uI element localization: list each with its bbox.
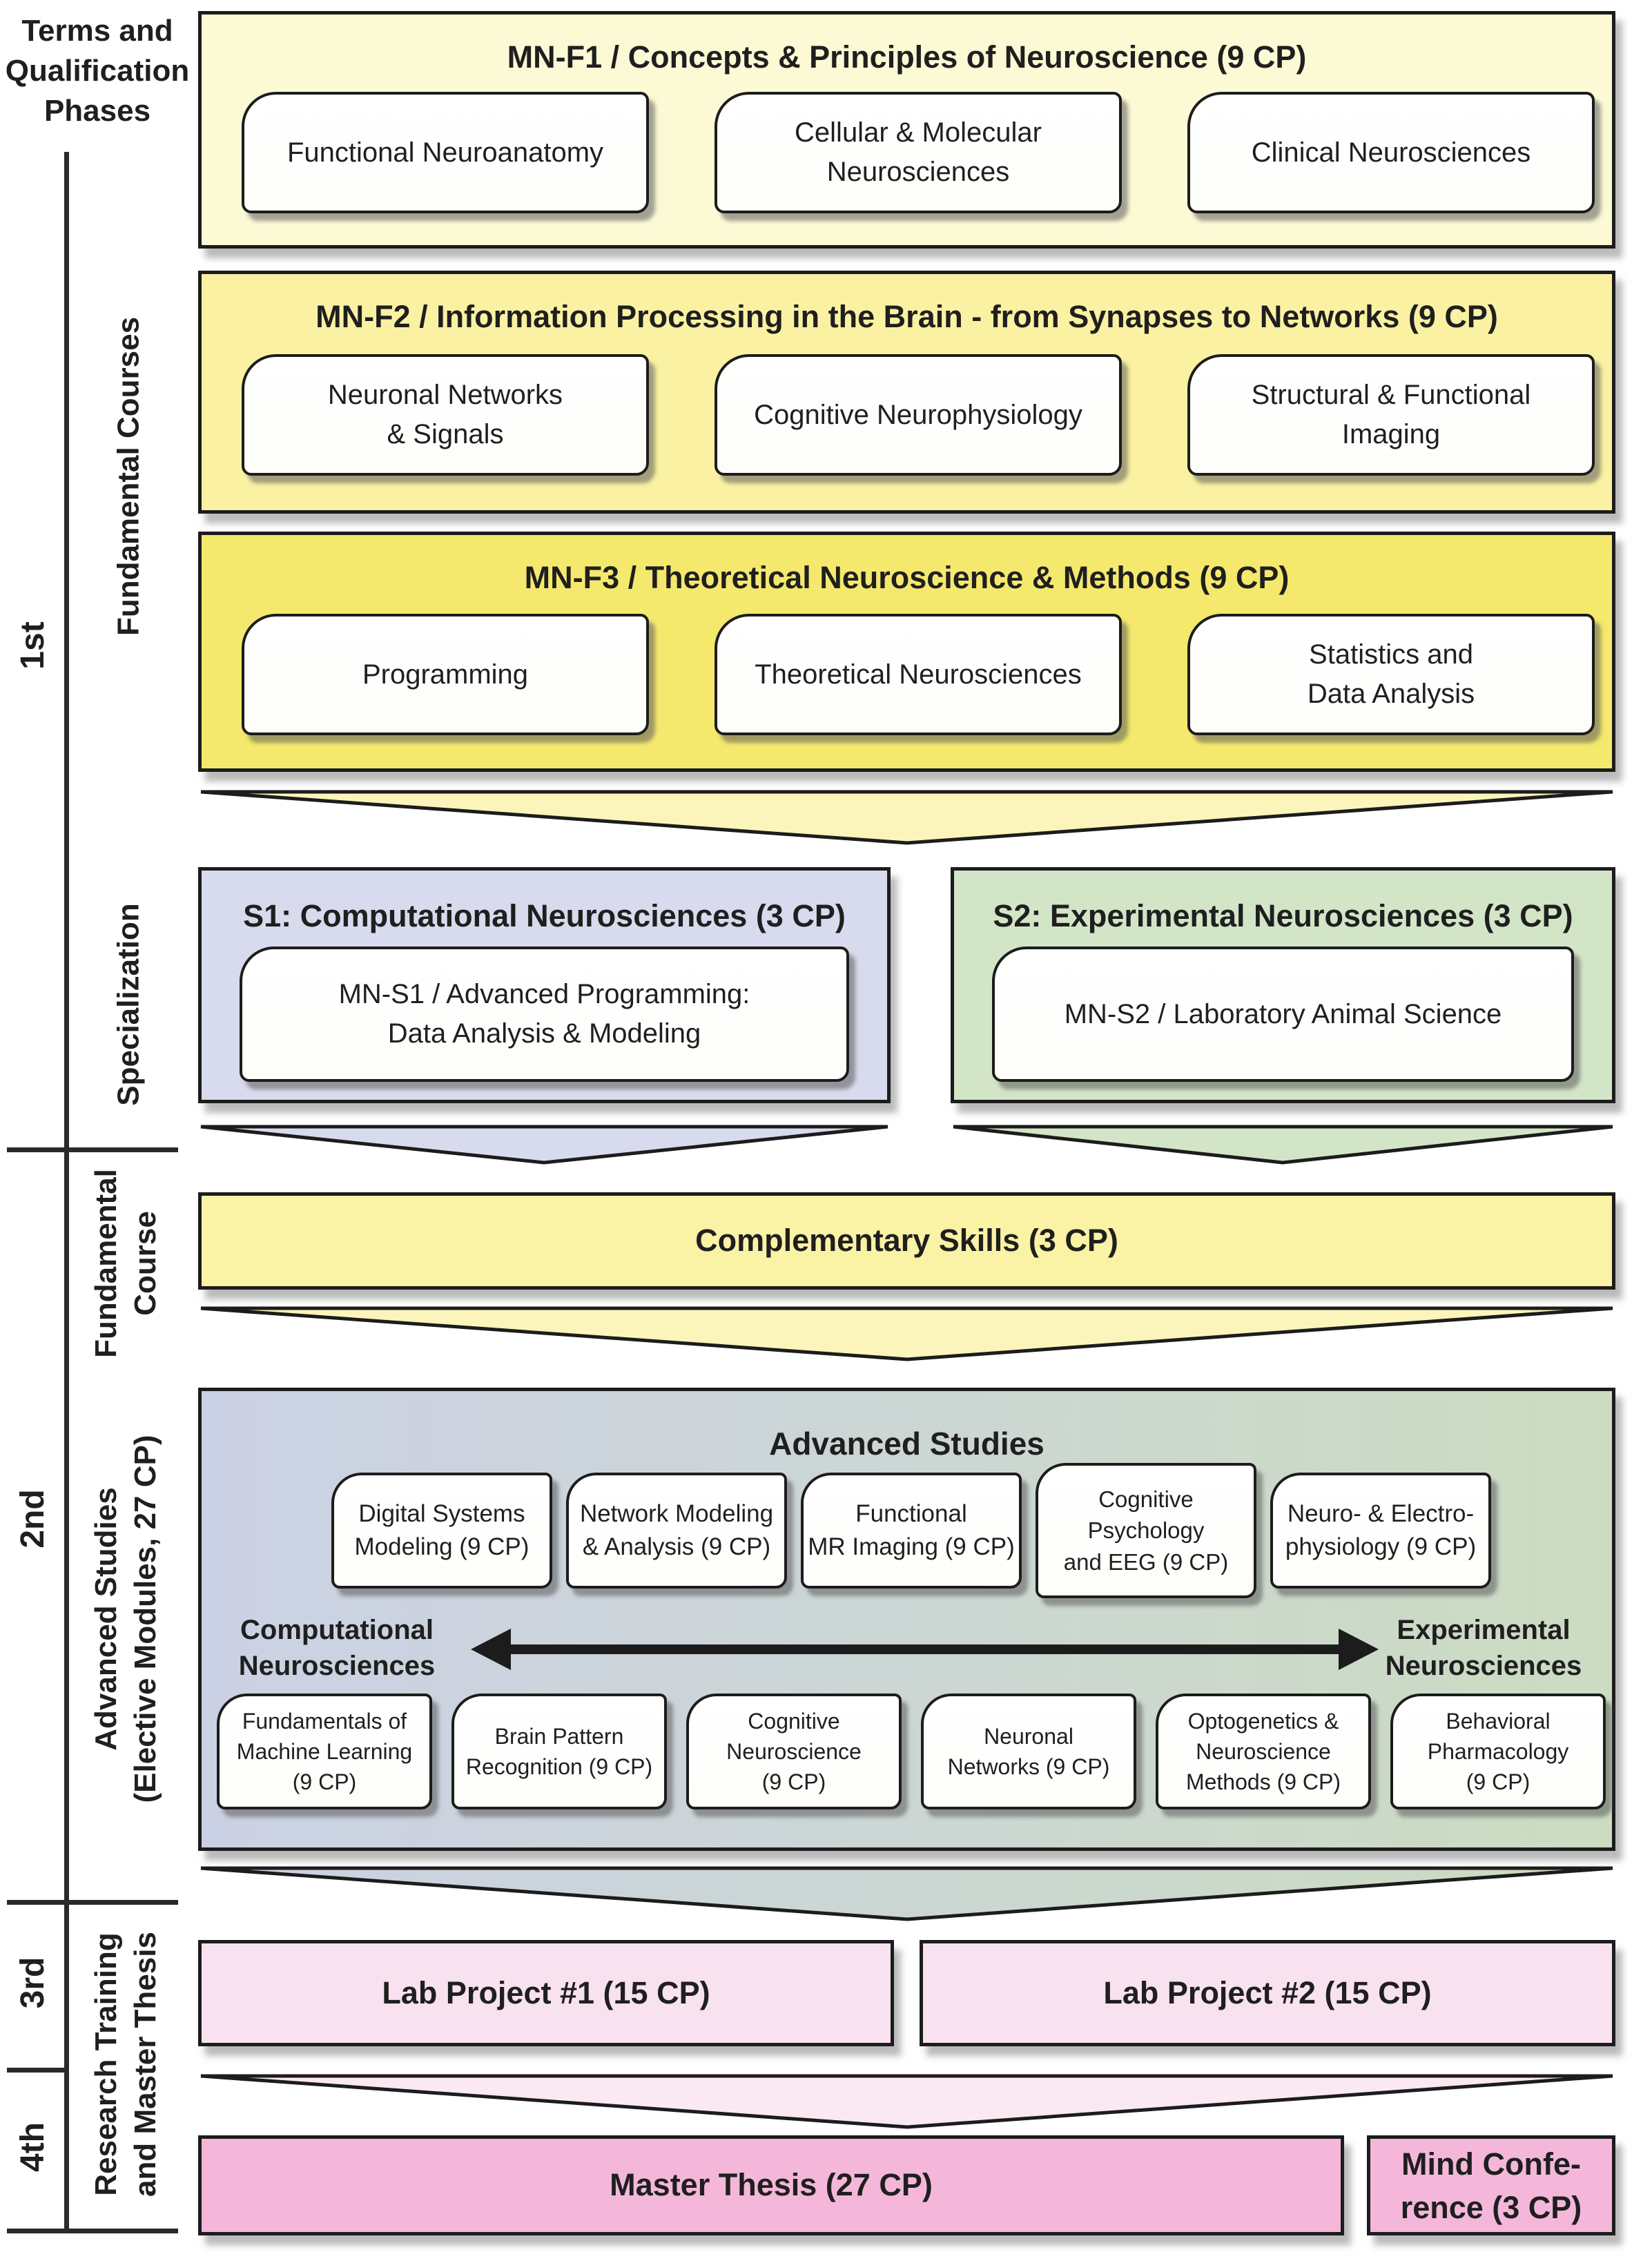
specialization-panel-s2: S2: Experimental Neurosciences (3 CP) MN… <box>951 867 1615 1103</box>
module-title-mn-f2: MN-F2 / Information Processing in the Br… <box>315 299 1498 334</box>
specialization-title-s2: S2: Experimental Neurosciences (3 CP) <box>993 898 1573 933</box>
module-box-functional-mr-imaging: Functional MR Imaging (9 CP) <box>801 1473 1022 1589</box>
sidebar-heading-line: Qualification <box>5 54 190 88</box>
sidebar-heading-line: Terms and <box>21 14 173 48</box>
phase-label-advanced-studies: Advanced Studies (Elective Modules, 27 C… <box>88 1435 162 1803</box>
module-panel-mn-f1: MN-F1 / Concepts & Principles of Neurosc… <box>198 11 1615 249</box>
advanced-studies-title: Advanced Studies <box>769 1426 1044 1462</box>
funnel-advanced-to-research <box>200 1866 1613 1921</box>
course-box-functional-neuroanatomy: Functional Neuroanatomy <box>242 92 649 213</box>
module-box-cognitive-neuroscience: Cognitive Neuroscience (9 CP) <box>686 1694 902 1809</box>
module-box-digital-systems-modeling: Digital Systems Modeling (9 CP) <box>331 1473 552 1589</box>
course-box-statistics-data-analysis: Statistics and Data Analysis <box>1187 614 1595 735</box>
lab-project-2-title: Lab Project #2 (15 CP) <box>1103 1974 1432 2010</box>
phase-label-specialization: Specialization <box>111 903 146 1106</box>
term-label-2nd: 2nd <box>14 1489 51 1549</box>
funnel-s1-to-fundamental-course <box>200 1125 888 1165</box>
bidirectional-arrow-icon <box>471 1629 1379 1670</box>
complementary-skills-bar: Complementary Skills (3 CP) <box>198 1192 1615 1290</box>
specialization-panel-s1: S1: Computational Neurosciences (3 CP) M… <box>198 867 891 1103</box>
sidebar-heading-line: Phases <box>43 94 151 128</box>
axis-label-experimental-neurosciences: Experimental Neurosciences <box>1385 1615 1582 1681</box>
module-box-neuro-electrophysiology: Neuro- & Electro- physiology (9 CP) <box>1270 1473 1491 1589</box>
master-thesis-bar: Master Thesis (27 CP) <box>198 2135 1344 2235</box>
funnel-lab-to-thesis <box>200 2074 1613 2129</box>
timeline-tick-3rd-4th <box>7 2068 69 2073</box>
module-box-neuronal-networks: Neuronal Networks (9 CP) <box>921 1694 1136 1809</box>
funnel-fundamental-to-specialization <box>200 790 1613 845</box>
funnel-complementary-to-advanced <box>200 1306 1613 1361</box>
course-box-cellular-molecular-neurosciences: Cellular & Molecular Neurosciences <box>715 92 1122 213</box>
advanced-studies-panel: Advanced Studies Digital Systems Modelin… <box>198 1388 1615 1851</box>
timeline-axis <box>64 152 69 2231</box>
module-box-fundamentals-machine-learning: Fundamentals of Machine Learning (9 CP) <box>217 1694 432 1809</box>
course-box-structural-functional-imaging: Structural & Functional Imaging <box>1187 354 1595 476</box>
module-panel-mn-f2: MN-F2 / Information Processing in the Br… <box>198 271 1615 514</box>
term-label-1st: 1st <box>14 621 51 670</box>
course-box-mn-s2-laboratory-animal-science: MN-S2 / Laboratory Animal Science <box>992 947 1574 1082</box>
module-title-mn-f1: MN-F1 / Concepts & Principles of Neurosc… <box>507 39 1307 75</box>
funnel-s2-to-fundamental-course <box>953 1125 1613 1165</box>
phase-label-fundamental-courses: Fundamental Courses <box>111 316 146 637</box>
complementary-skills-title: Complementary Skills (3 CP) <box>695 1223 1118 1259</box>
mind-conference-title: Mind Confe- rence (3 CP) <box>1400 2146 1582 2225</box>
module-box-network-modeling-analysis: Network Modeling & Analysis (9 CP) <box>566 1473 787 1589</box>
lab-project-2-bar: Lab Project #2 (15 CP) <box>920 1940 1615 2046</box>
course-box-programming: Programming <box>242 614 649 735</box>
module-title-mn-f3: MN-F3 / Theoretical Neuroscience & Metho… <box>524 560 1290 595</box>
mind-conference-box: Mind Confe- rence (3 CP) <box>1367 2135 1615 2235</box>
module-box-cognitive-psychology-eeg: Cognitive Psychology and EEG (9 CP) <box>1036 1463 1256 1598</box>
course-box-neuronal-networks-signals: Neuronal Networks & Signals <box>242 354 649 476</box>
module-panel-mn-f3: MN-F3 / Theoretical Neuroscience & Metho… <box>198 532 1615 772</box>
phase-label-research-training: Research Training and Master Thesis <box>88 1932 162 2197</box>
course-box-mn-s1-advanced-programming: MN-S1 / Advanced Programming: Data Analy… <box>240 947 849 1082</box>
course-box-cognitive-neurophysiology: Cognitive Neurophysiology <box>715 354 1122 476</box>
course-box-clinical-neurosciences: Clinical Neurosciences <box>1187 92 1595 213</box>
lab-project-1-bar: Lab Project #1 (15 CP) <box>198 1940 894 2046</box>
master-thesis-title: Master Thesis (27 CP) <box>610 2167 933 2203</box>
sidebar-heading: Terms and Qualification Phases <box>0 11 195 131</box>
module-box-brain-pattern-recognition: Brain Pattern Recognition (9 CP) <box>451 1694 667 1809</box>
timeline-tick-1st-2nd <box>7 1147 178 1152</box>
module-box-optogenetics-neuroscience-methods: Optogenetics & Neuroscience Methods (9 C… <box>1156 1694 1371 1809</box>
timeline-tick-2nd-3rd <box>7 1900 178 1905</box>
course-box-theoretical-neurosciences: Theoretical Neurosciences <box>715 614 1122 735</box>
phase-label-fundamental-course: Fundamental Course <box>88 1169 162 1358</box>
module-box-behavioral-pharmacology: Behavioral Pharmacology (9 CP) <box>1390 1694 1606 1809</box>
lab-project-1-title: Lab Project #1 (15 CP) <box>382 1974 710 2010</box>
term-label-4th: 4th <box>14 2122 51 2172</box>
axis-label-computational-neurosciences: Computational Neurosciences <box>238 1615 436 1681</box>
specialization-title-s1: S1: Computational Neurosciences (3 CP) <box>243 898 846 933</box>
timeline-tick-bottom <box>7 2229 178 2233</box>
term-label-3rd: 3rd <box>14 1957 51 2009</box>
